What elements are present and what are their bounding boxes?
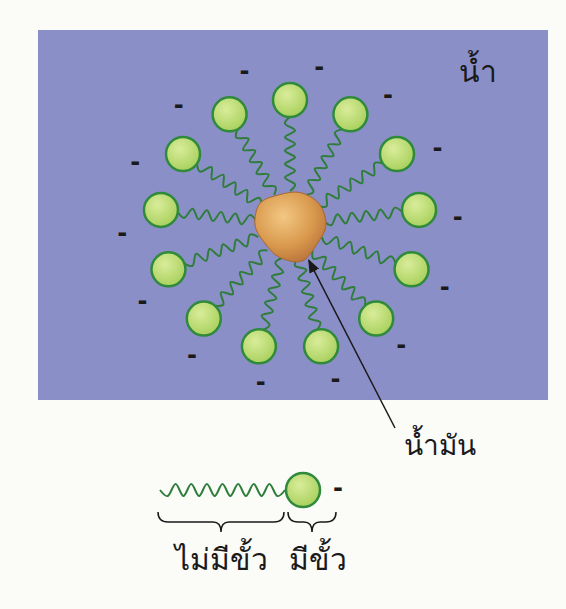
charge-sign: - xyxy=(440,273,450,302)
polar-head xyxy=(402,193,436,227)
oil-label: น้ำมัน xyxy=(404,429,476,463)
nonpolar-tail xyxy=(318,162,383,206)
nonpolar-tail xyxy=(295,258,321,330)
polar-head xyxy=(213,97,247,131)
charge-sign: - xyxy=(130,148,140,177)
polar-head xyxy=(304,329,338,363)
nonpolar-tail xyxy=(312,250,365,305)
water-region xyxy=(38,30,548,400)
charge-sign: - xyxy=(314,53,324,82)
charge-sign: - xyxy=(117,219,127,248)
polar-head xyxy=(395,252,429,286)
nonpolar-label: ไม่มีขั้ว xyxy=(175,542,268,578)
charge-sign: - xyxy=(383,81,393,110)
polar-head xyxy=(166,137,200,171)
oil-droplet xyxy=(255,192,326,262)
polar-head xyxy=(187,302,221,336)
charge-sign: - xyxy=(333,474,343,503)
nonpolar-tails xyxy=(178,117,402,330)
nonpolar-tail xyxy=(285,117,295,191)
nonpolar-tail xyxy=(178,209,256,225)
polar-heads xyxy=(144,83,436,363)
nonpolar-tail xyxy=(236,129,276,195)
charge-sign: - xyxy=(396,331,406,360)
charge-sign: - xyxy=(137,287,147,316)
nonpolar-tail xyxy=(262,258,284,330)
leader-arrow xyxy=(309,260,395,428)
nonpolar-bracket xyxy=(158,512,284,532)
nonpolar-tail xyxy=(184,234,258,266)
charge-sign: - xyxy=(453,203,463,232)
charge-sign: - xyxy=(433,134,443,163)
charge-sign: - xyxy=(187,341,197,370)
nonpolar-tail xyxy=(197,164,262,206)
sample-head xyxy=(286,473,320,507)
water-label: น้ำ xyxy=(459,54,497,90)
nonpolar-tail xyxy=(322,237,396,263)
polar-head xyxy=(333,97,367,131)
polar-head xyxy=(144,193,178,227)
nonpolar-tail xyxy=(215,250,267,306)
polar-head xyxy=(273,83,307,117)
nonpolar-tail xyxy=(324,208,402,226)
polar-bracket xyxy=(288,512,336,532)
charge-sign: - xyxy=(240,57,250,86)
polar-head xyxy=(151,252,185,286)
nonpolar-tail xyxy=(306,129,343,195)
charge-sign: - xyxy=(174,91,184,120)
polar-head xyxy=(380,137,414,171)
charge-sign: - xyxy=(256,368,266,397)
charge-sign: - xyxy=(331,365,341,394)
polar-label: มีขั้ว xyxy=(289,542,347,578)
sample-tail xyxy=(160,484,285,496)
polar-head xyxy=(359,302,393,336)
polar-head xyxy=(242,329,276,363)
